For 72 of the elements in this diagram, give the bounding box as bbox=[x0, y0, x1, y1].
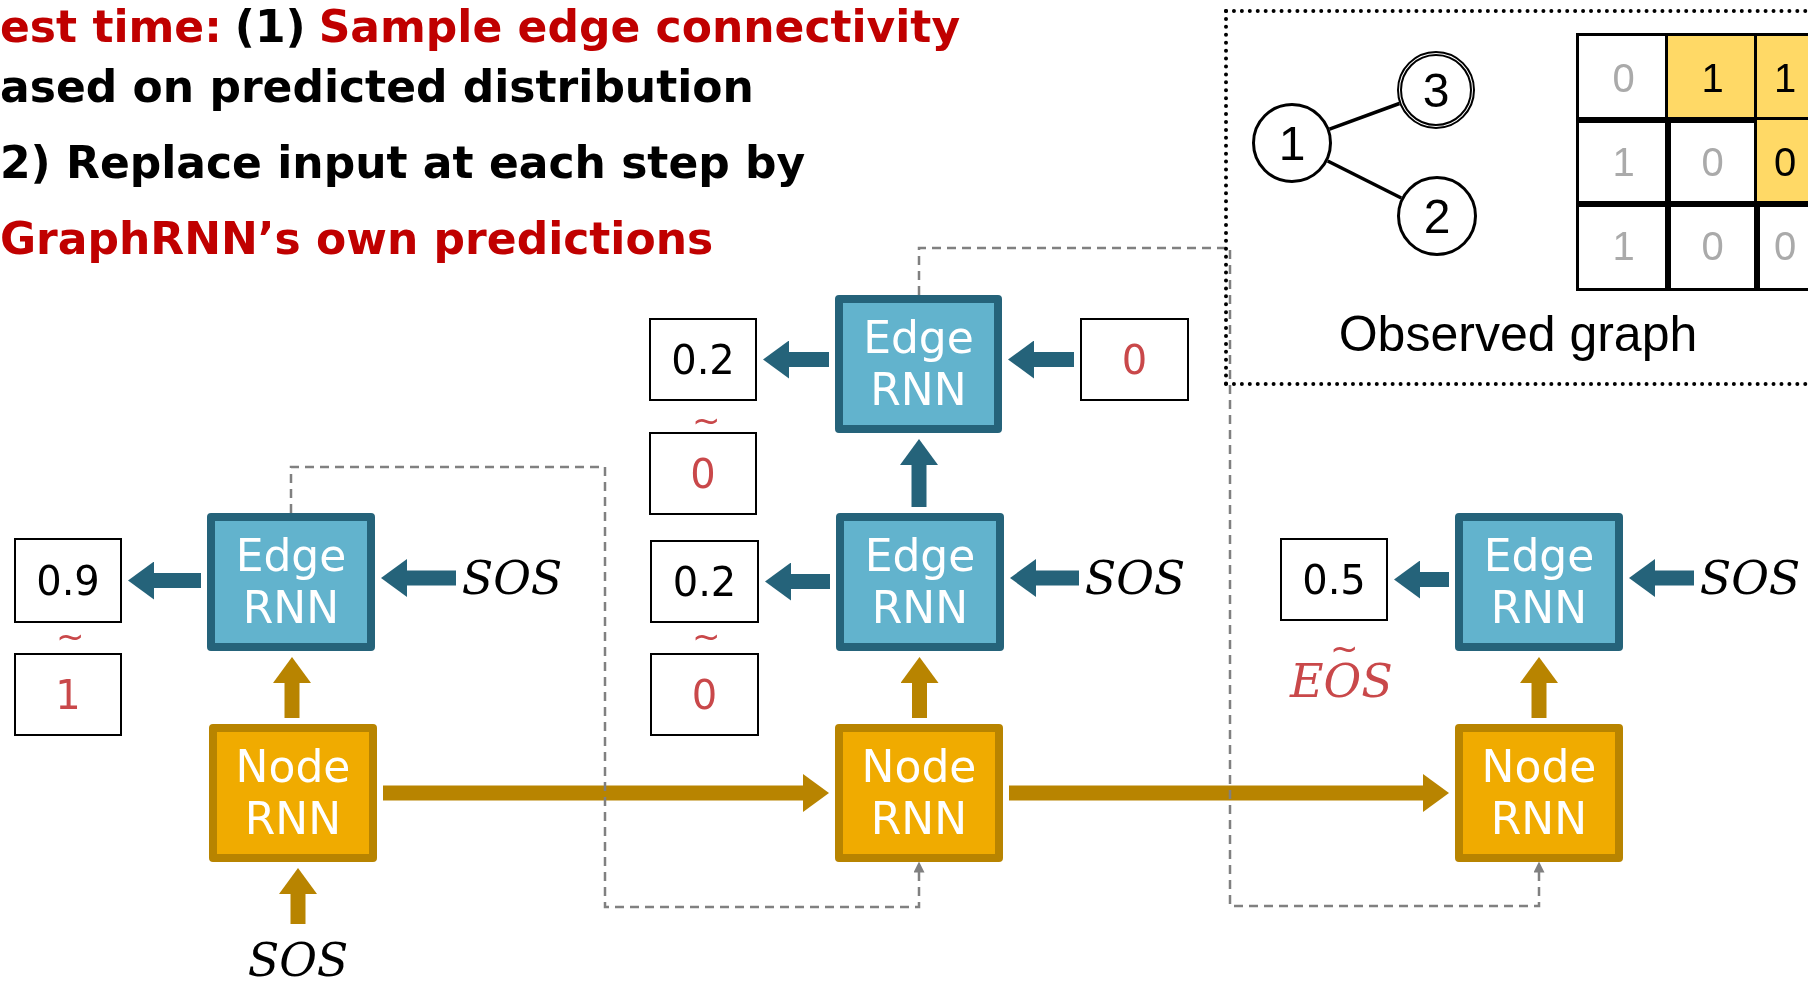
node-number: 2 bbox=[1423, 188, 1451, 244]
block-arrow bbox=[900, 657, 939, 718]
box-label: Edge RNN bbox=[1482, 530, 1596, 634]
dashed-arrow bbox=[289, 465, 925, 909]
block-arrow bbox=[273, 657, 311, 718]
matrix-cell: 1 bbox=[1576, 117, 1671, 207]
block-arrow bbox=[279, 868, 317, 924]
value-box bbox=[1080, 318, 1189, 401]
block-arrow bbox=[763, 340, 829, 379]
box-label: Node RNN bbox=[860, 741, 978, 845]
block-arrow bbox=[1394, 560, 1449, 599]
box-label: Node RNN bbox=[234, 741, 352, 845]
edge-rnn-box bbox=[835, 295, 1002, 433]
block-arrow bbox=[128, 561, 201, 600]
heading-text: (1) bbox=[234, 0, 306, 54]
matrix-cell: 0 bbox=[1754, 117, 1808, 207]
box-label: Edge RNN bbox=[863, 530, 977, 634]
panel-title: Observed graph bbox=[1337, 305, 1699, 363]
block-arrow bbox=[1008, 340, 1074, 379]
block-arrow bbox=[1520, 657, 1558, 718]
block-arrow bbox=[1629, 559, 1694, 597]
value-box bbox=[1280, 538, 1388, 621]
sos-token: SOS bbox=[462, 548, 562, 608]
value-text: 0.9 bbox=[36, 557, 100, 604]
matrix-cell: 0 bbox=[1754, 201, 1808, 291]
value-box bbox=[14, 653, 122, 736]
value-text: 0 bbox=[690, 450, 716, 497]
tilde-symbol: ~ bbox=[692, 624, 721, 648]
node-rnn-box bbox=[1455, 724, 1623, 862]
heading-text: GraphRNN’s own predictions bbox=[0, 212, 714, 266]
value-text: 0.2 bbox=[672, 558, 737, 605]
value-text: 1 bbox=[55, 671, 81, 718]
node-number: 3 bbox=[1422, 62, 1450, 118]
graph-edge-line bbox=[1326, 159, 1403, 200]
node-rnn-box bbox=[835, 724, 1003, 862]
box-label: Edge RNN bbox=[234, 530, 348, 634]
box-label: Node RNN bbox=[1480, 741, 1598, 845]
heading-text: ased on predicted distribution bbox=[0, 60, 754, 114]
tilde-symbol: ~ bbox=[692, 408, 721, 432]
value-box bbox=[14, 538, 122, 623]
value-text: 0.2 bbox=[671, 336, 735, 383]
value-box bbox=[650, 540, 759, 623]
sos-token: SOS bbox=[1700, 548, 1800, 608]
block-arrow bbox=[1010, 559, 1079, 597]
graph-edge-line bbox=[1328, 101, 1400, 131]
edge-rnn-box bbox=[207, 513, 375, 651]
value-text: 0 bbox=[1121, 336, 1148, 383]
edge-rnn-box bbox=[1455, 513, 1623, 651]
heading-text: 2) Replace input at each step by bbox=[0, 136, 806, 190]
block-arrow bbox=[765, 562, 830, 601]
tilde-symbol: ~ bbox=[56, 624, 85, 648]
sos-token: SOS bbox=[250, 930, 346, 990]
box-label: Edge RNN bbox=[862, 312, 975, 416]
matrix-cell: 1 bbox=[1576, 201, 1671, 291]
value-box bbox=[649, 318, 757, 401]
block-arrow bbox=[381, 559, 456, 597]
sos-token: SOS bbox=[1085, 548, 1185, 608]
block-arrow bbox=[383, 774, 829, 812]
heading-text: est time: bbox=[0, 0, 222, 54]
value-box bbox=[650, 653, 759, 736]
value-box bbox=[649, 432, 757, 515]
block-arrow bbox=[1009, 774, 1449, 812]
dotted-panel bbox=[1224, 9, 1808, 386]
heading-text: Sample edge connectivity bbox=[318, 0, 961, 54]
node-number: 1 bbox=[1278, 115, 1306, 171]
node-rnn-box bbox=[209, 724, 377, 862]
dashed-arrow bbox=[917, 246, 1545, 908]
block-arrow bbox=[900, 439, 938, 507]
value-text: 0.5 bbox=[1302, 556, 1366, 603]
matrix-cell: 0 bbox=[1665, 201, 1760, 291]
value-text: 0 bbox=[691, 671, 718, 718]
edge-rnn-box bbox=[836, 513, 1004, 651]
